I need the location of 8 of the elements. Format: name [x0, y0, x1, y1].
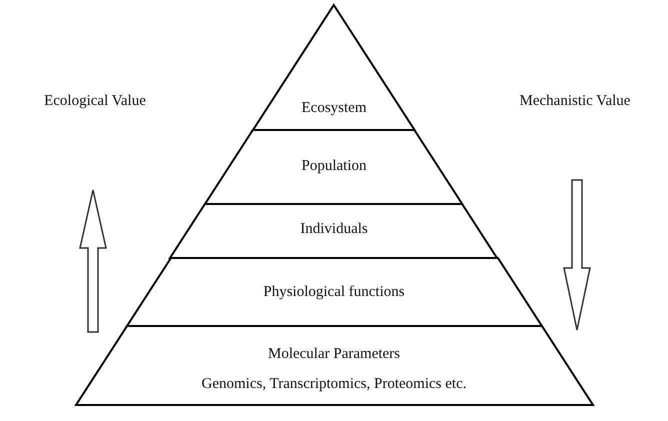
axis-label: Ecological Value — [44, 93, 146, 110]
tier-label: Population — [301, 157, 366, 175]
axis-label: Mechanistic Value — [520, 93, 630, 110]
tier-subtitle: Genomics, Transcriptomics, Proteomics etc. — [202, 375, 466, 393]
tier-label: Individuals — [300, 220, 368, 238]
tier-label: Physiological functions — [263, 283, 405, 301]
tier-label: Molecular Parameters — [268, 345, 400, 363]
tier-label: Ecosystem — [302, 99, 366, 117]
